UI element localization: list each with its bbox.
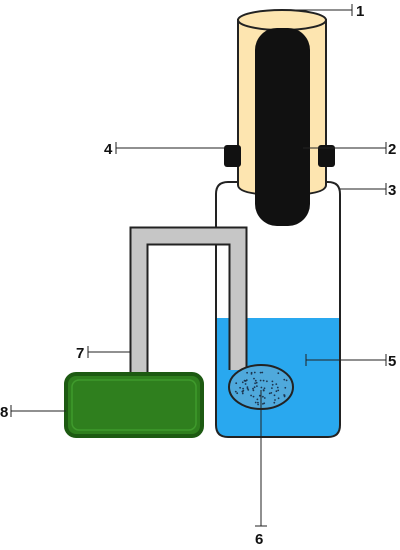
sparger-pore (242, 389, 245, 392)
leader-lines (10, 4, 387, 527)
pump-inner-line (71, 379, 197, 431)
sparger-pore (276, 386, 279, 389)
sparger-pore (236, 392, 239, 395)
sparger-pore (253, 371, 256, 374)
sparger-pore (260, 386, 263, 389)
sparger-pore (253, 377, 255, 380)
sparger-pore (262, 379, 265, 382)
sparger-pore (263, 387, 266, 390)
sparger-pore (234, 390, 237, 393)
clamp-left (224, 145, 241, 167)
sparger-pore (261, 371, 264, 374)
leader-6 (255, 390, 267, 527)
sparger-pore (268, 392, 271, 395)
label-7: 7 (76, 345, 84, 362)
sparger-pore (273, 394, 276, 397)
label-3: 3 (388, 182, 396, 199)
leader-7 (87, 346, 130, 358)
air-pump (64, 372, 204, 438)
sparger-pore (254, 379, 257, 382)
leader-1 (282, 4, 353, 16)
sparger-pore (256, 398, 259, 401)
sparger-pore (250, 394, 253, 397)
sparger-pore (246, 387, 249, 390)
sparger-pore (259, 371, 262, 374)
sparger-pore (257, 401, 259, 404)
sparger-pore (253, 386, 256, 389)
sparger-pore (241, 392, 244, 395)
sparger-pore (252, 389, 255, 392)
clamp-right (318, 145, 335, 167)
leader-5 (305, 354, 387, 366)
sparger-pore (250, 371, 253, 374)
sparger-pore (266, 380, 268, 383)
label-4: 4 (104, 141, 113, 158)
jacket-top (237, 9, 327, 31)
sparger-pore (262, 395, 264, 398)
sparger-pore (252, 395, 255, 398)
label-8: 8 (0, 404, 8, 421)
leader-4 (115, 142, 224, 154)
sparger-pore (275, 383, 278, 385)
sparger-pore (257, 403, 259, 406)
sparger-pore (254, 401, 257, 404)
tube-inner (131, 228, 246, 376)
sparger-pore (285, 379, 288, 382)
leader-8 (10, 405, 66, 417)
sparger-pore (244, 383, 247, 385)
sparger-pore (259, 379, 262, 382)
sparger-pore (277, 397, 280, 400)
sparger-pore (254, 382, 256, 385)
sparger-pore (274, 399, 276, 401)
sparger-pore (263, 397, 266, 399)
leader-3 (340, 183, 387, 195)
gas-sparger (228, 364, 294, 410)
sparger-pore (270, 392, 273, 394)
clamp (224, 145, 335, 167)
label-1: 1 (356, 3, 364, 20)
sparger-pore (241, 381, 244, 384)
uv-lamp (255, 28, 310, 226)
sparger-pore (263, 402, 266, 405)
sparger-pore (255, 381, 258, 384)
sparger-pore (277, 372, 280, 375)
sparger-pore (258, 394, 261, 397)
sparger-pore (273, 401, 276, 404)
sparger-pore (246, 371, 249, 374)
sparger-pore (245, 379, 248, 381)
sparger-pore (271, 380, 274, 383)
label-6: 6 (255, 531, 263, 548)
leader-2 (303, 142, 387, 154)
sparger-pore (242, 387, 245, 390)
gas-tube (129, 226, 248, 376)
sparger-pore (277, 389, 280, 392)
sparger-pore (284, 386, 287, 389)
sparger-pore (283, 378, 286, 381)
pump-body (64, 372, 204, 438)
sparger-pore (235, 382, 238, 385)
sparger-pore (243, 379, 246, 382)
label-5: 5 (388, 353, 396, 370)
sparger-pore (283, 395, 286, 398)
sparger-pore (239, 386, 242, 389)
sparger-pore (262, 389, 265, 391)
sparger-pore (271, 383, 274, 386)
sparger-pore (275, 390, 278, 393)
sparger-pore (252, 387, 254, 390)
label-2: 2 (388, 141, 396, 158)
vessel-outline (215, 181, 341, 438)
sparger-pore (246, 386, 249, 388)
sparger-pore (271, 387, 273, 389)
sparger-pore (256, 385, 258, 387)
sparger-pores (234, 371, 288, 406)
